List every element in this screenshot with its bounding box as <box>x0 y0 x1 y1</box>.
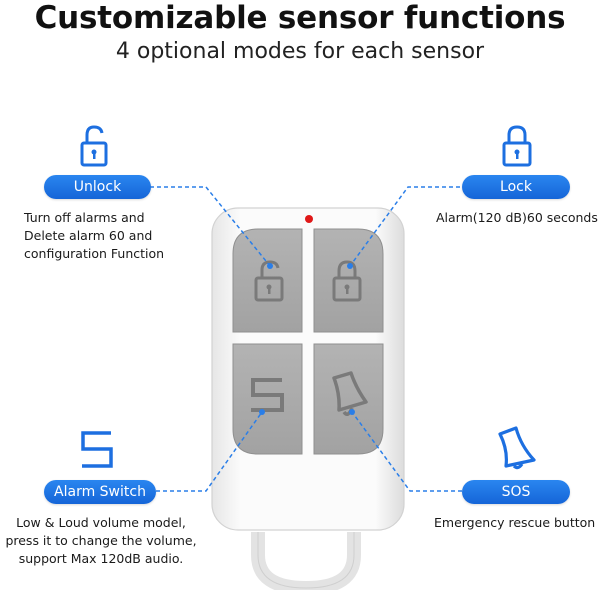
connector-lines <box>150 186 462 492</box>
sos-desc-line: Emergency rescue button <box>434 515 596 530</box>
fob-button-unlock[interactable] <box>232 228 303 333</box>
unlock-description: Turn off alarms and Delete alarm 60 and … <box>24 209 194 263</box>
lock-description: Alarm(120 dB)60 seconds <box>436 209 598 227</box>
unlock-desc-line: Delete alarm 60 and <box>24 228 153 243</box>
alarm-switch-desc-line: press it to change the volume, <box>5 533 197 548</box>
bell-icon <box>498 426 536 470</box>
connector-dots <box>259 263 355 415</box>
lock-icon <box>502 125 532 167</box>
unlock-label: Unlock <box>44 175 151 199</box>
alarm-switch-desc-line: Low & Loud volume model, <box>16 515 186 530</box>
sos-label: SOS <box>462 480 570 504</box>
unlock-desc-line: configuration Function <box>24 246 165 261</box>
led-indicator <box>305 215 313 223</box>
page-subtitle: 4 optional modes for each sensor <box>115 39 485 64</box>
keyring-loop <box>251 532 361 590</box>
lock-desc-line: Alarm(120 dB)60 seconds <box>436 210 598 225</box>
unlock-desc-line: Turn off alarms and <box>24 210 145 225</box>
alarm-switch-desc-line: support Max 120dB audio. <box>18 551 184 566</box>
lock-label: Lock <box>462 175 570 199</box>
sos-description: Emergency rescue button <box>434 514 600 532</box>
fob-button-lock[interactable] <box>313 228 384 333</box>
alarm-switch-label: Alarm Switch <box>44 480 156 504</box>
page-title: Customizable sensor functions <box>34 0 566 36</box>
alarm-switch-description: Low & Loud volume model, press it to cha… <box>0 514 202 568</box>
fob-button-sos[interactable] <box>313 343 384 455</box>
fob-button-alarm-switch[interactable] <box>232 343 303 455</box>
unlock-icon <box>80 125 108 167</box>
alarm-switch-icon <box>81 431 113 468</box>
